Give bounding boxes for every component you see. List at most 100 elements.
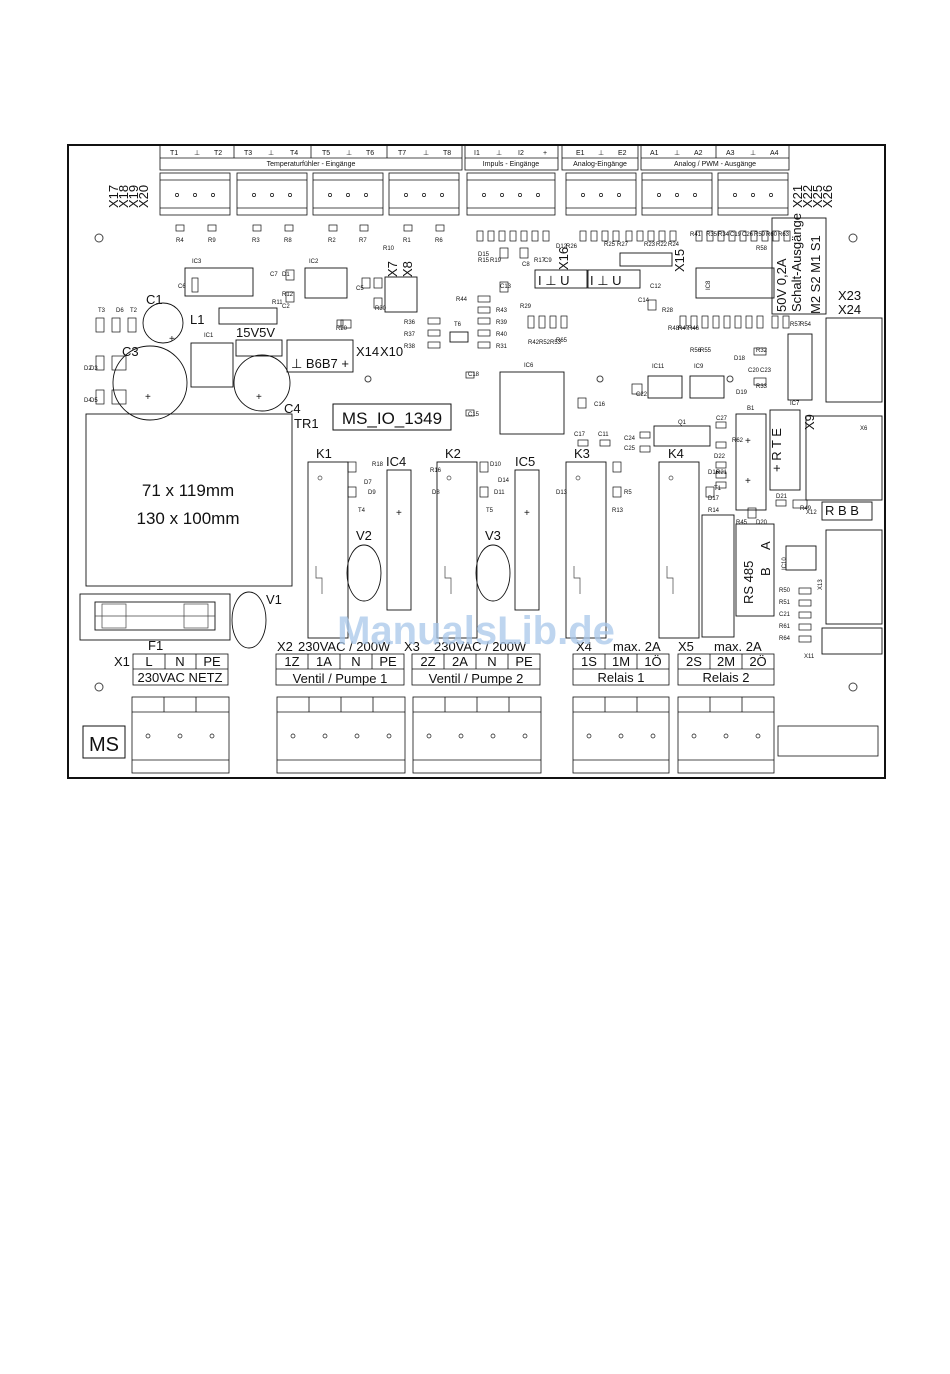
tr1-transformer	[85, 413, 293, 587]
svg-text:+: +	[169, 334, 175, 345]
part-label-r5: R5	[624, 490, 632, 496]
pin-plus: +	[543, 150, 547, 157]
x1-pin-pe: PE	[203, 654, 221, 669]
part-label-t2: T2	[130, 308, 138, 314]
part-label-r18: R18	[372, 462, 384, 468]
c3-capacitor	[112, 345, 188, 421]
conn-x22: X22	[800, 185, 815, 208]
x4-caption: Relais 1	[598, 670, 645, 685]
conn-x2: X2	[277, 639, 293, 654]
part-label-r24: R24	[668, 242, 680, 248]
part-label-c16: C16	[594, 402, 606, 408]
pin-gnd: ⊥	[750, 150, 756, 157]
part-label-r57: R57	[790, 322, 802, 328]
x3-pin-n: N	[487, 654, 496, 669]
x9-connector	[769, 409, 801, 491]
switch-out-pins: M2 S2 M1 S1	[808, 235, 823, 314]
part-label-d12: D12	[556, 244, 568, 250]
part-label-r22: R22	[656, 242, 668, 248]
k2-relay	[436, 461, 478, 639]
part-label-c9: C9	[544, 258, 552, 264]
c1-capacitor	[142, 302, 184, 344]
part-label-c26: C26	[742, 232, 754, 238]
rs485-b: B	[758, 567, 773, 576]
temp-inputs-label: Temperaturfühler - Eingänge	[267, 161, 356, 168]
transformer-dim-2: 130 x 100mm	[137, 509, 240, 528]
part-label-r32: R32	[756, 348, 768, 354]
x2-pin-1a: 1A	[316, 654, 332, 669]
x2-rating: 230VAC / 200W	[298, 639, 391, 654]
v2-varistor	[346, 544, 382, 602]
label-ic3: IC3	[192, 259, 202, 265]
conn-x5: X5	[678, 639, 694, 654]
x3-pin-2a: 2A	[452, 654, 468, 669]
pin-gnd: ⊥	[346, 150, 352, 157]
part-label-r2: R2	[328, 238, 336, 244]
part-label-d19: D19	[736, 390, 748, 396]
part-label-d9: D9	[368, 490, 376, 496]
label-x9: X9	[802, 414, 817, 430]
x1-labels: X1 L N PE 230VAC NETZ	[114, 654, 223, 685]
part-label-d7: D7	[364, 480, 372, 486]
switch-out-title: Schalt-Ausgänge	[789, 213, 804, 312]
label-k2: K2	[445, 446, 461, 461]
q1-outline	[653, 425, 711, 447]
switch-out-box	[771, 217, 827, 315]
part-label-c23: C23	[760, 368, 772, 374]
part-label-r40: R40	[496, 332, 508, 338]
part-label-r1: R1	[403, 238, 411, 244]
part-label-r10: R10	[383, 246, 395, 252]
part-label-r61: R61	[779, 624, 791, 630]
label-ic9: IC9	[694, 364, 704, 370]
svg-text:+: +	[745, 476, 751, 487]
pin-t8: T8	[443, 150, 451, 157]
watermark: ManualsLib.de	[337, 609, 615, 653]
label-k4: K4	[668, 446, 684, 461]
part-label-t1: T1	[714, 486, 722, 492]
rbb-label: R B B	[825, 503, 859, 518]
conn-x4: X4	[576, 639, 592, 654]
x3-rating: 230VAC / 200W	[434, 639, 527, 654]
part-label-d17: D17	[708, 496, 720, 502]
conn-x18: X18	[116, 185, 131, 208]
pin-gnd: ⊥	[268, 150, 274, 157]
power-section	[79, 217, 883, 655]
x3-labels: X3 230VAC / 200W 2Z 2A N PE Ventil / Pum…	[404, 639, 533, 686]
b1-bridge	[735, 413, 767, 511]
x4-pin-1m: 1M	[612, 654, 630, 669]
svg-text:+: +	[745, 436, 751, 447]
part-label-c15: C15	[468, 412, 480, 418]
pin-i2: I2	[518, 150, 524, 157]
ic7-outline	[787, 333, 813, 401]
top-pin-labels: T1 ⊥ T2 T3 ⊥ T4 T5 ⊥ T6 T7 ⊥ T8 I1 ⊥ I2 …	[170, 150, 779, 157]
label-x16: X16	[556, 247, 571, 270]
ic4-optocoupler	[386, 469, 412, 611]
switch-outputs-labels: 50V 0,2A Schalt-Ausgänge M2 S2 M1 S1	[774, 213, 823, 314]
label-x13: X13	[818, 579, 824, 590]
x5-rating: max. 2A	[714, 639, 762, 654]
part-label-r21: R21	[716, 470, 728, 476]
part-label-r41: R41	[690, 232, 702, 238]
ic3-outline	[184, 267, 254, 297]
pin-gnd: ⊥	[423, 150, 429, 157]
part-label-d2: D2	[84, 366, 92, 372]
impulse-inputs-label: Impuls - Eingänge	[483, 161, 540, 168]
part-label-r39: R39	[496, 320, 508, 326]
label-l1: L1	[190, 312, 204, 327]
part-label-d16: D16	[708, 470, 720, 476]
part-label-d13: D13	[556, 490, 568, 496]
x5-pin-2m: 2M	[717, 654, 735, 669]
rs485-labels: RS 485 B A R B B + R T E	[741, 428, 859, 604]
switch-out-rating: 50V 0,2A	[774, 258, 789, 312]
part-label-r33: R33	[756, 384, 768, 390]
conn-x26: X26	[820, 185, 835, 208]
k3-relay	[565, 461, 607, 639]
part-label-r15: R15	[478, 258, 490, 264]
x5-caption: Relais 2	[703, 670, 750, 685]
part-label-d4: D4	[84, 398, 92, 404]
x11-terminal	[821, 627, 883, 655]
label-x12: X12	[806, 510, 817, 516]
ic6-outline	[499, 371, 565, 435]
label-ic6: IC6	[524, 363, 534, 369]
